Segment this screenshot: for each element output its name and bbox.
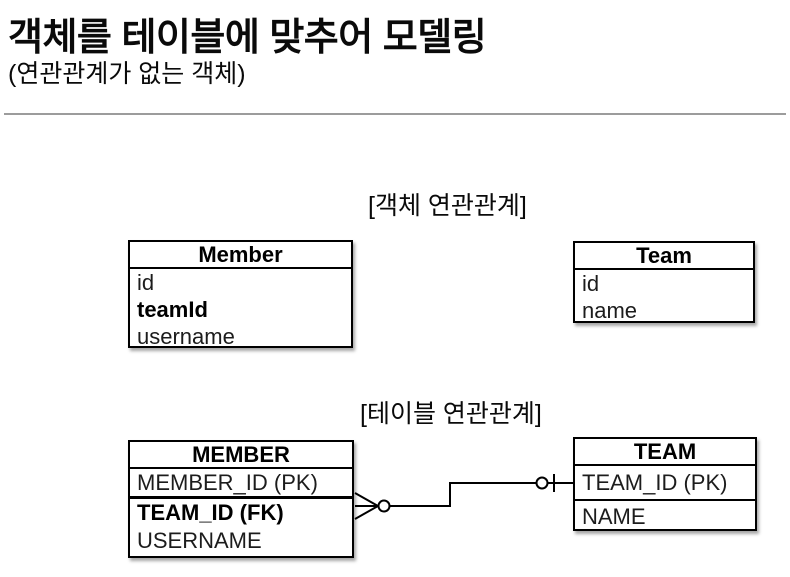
team-table-title: TEAM [575, 439, 755, 466]
object-diagram-label: [객체 연관관계] [368, 192, 527, 220]
member-table-box: MEMBER MEMBER_ID (PK) TEAM_ID (FK) USERN… [128, 440, 354, 558]
member-table-title: MEMBER [130, 442, 352, 469]
optional-circle-icon [377, 499, 391, 513]
member-table-fk-field: TEAM_ID (FK) [137, 500, 284, 525]
page-title: 객체를 테이블에 맞추어 모델링 [8, 17, 487, 59]
connector-line [384, 482, 573, 507]
team-table-name-field: NAME [582, 504, 646, 529]
team-class-box: Team id name [573, 241, 755, 323]
team-table-pk-field: TEAM_ID (PK) [575, 466, 755, 501]
page-subtitle: (연관관계가 없는 객체) [8, 60, 246, 88]
member-class-field-username: username [137, 324, 235, 348]
member-table-pk-field: MEMBER_ID (PK) [130, 469, 352, 499]
member-class-title: Member [130, 242, 351, 269]
title-divider [4, 113, 786, 115]
zero-or-one-icon [535, 474, 555, 492]
team-table-box: TEAM TEAM_ID (PK) NAME [573, 437, 757, 531]
table-diagram-label: [테이블 연관관계] [360, 400, 542, 428]
crows-foot-many-icon [354, 492, 379, 520]
member-table-username-field: USERNAME [137, 528, 262, 553]
member-class-box: Member id teamId username [128, 240, 353, 348]
team-class-title: Team [575, 243, 753, 270]
member-class-field-teamid: teamId [137, 297, 208, 322]
team-class-field-name: name [582, 298, 638, 323]
member-class-field-id: id [137, 270, 155, 295]
team-class-field-id: id [582, 271, 600, 296]
